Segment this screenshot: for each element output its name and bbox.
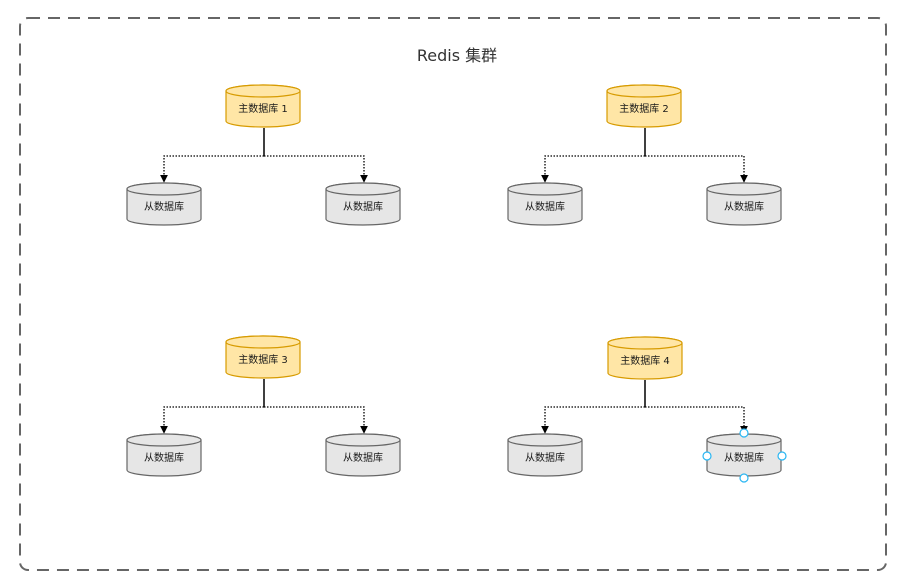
- connector-3-right[interactable]: [264, 406, 368, 434]
- replica-db-2b[interactable]: 从数据库: [706, 182, 782, 226]
- cluster-title: Redis 集群: [416, 46, 498, 65]
- replica-db-4a[interactable]: 从数据库: [507, 433, 583, 477]
- connector-4-right[interactable]: [645, 406, 748, 434]
- connector-2-right[interactable]: [645, 155, 748, 183]
- replica-db-3b[interactable]: 从数据库: [325, 433, 401, 477]
- connector-4-left[interactable]: [541, 406, 645, 434]
- replica-db-3a-label: 从数据库: [144, 453, 184, 464]
- connector-2-left[interactable]: [541, 155, 645, 183]
- connector-3-left[interactable]: [160, 406, 264, 434]
- replica-db-1b-label: 从数据库: [343, 202, 383, 213]
- primary-db-2[interactable]: 主数据库 2: [606, 84, 682, 128]
- replica-db-2b-label: 从数据库: [724, 202, 764, 213]
- replica-db-4b-selected[interactable]: 从数据库: [706, 433, 782, 477]
- primary-db-4-label: 主数据库 4: [620, 356, 670, 367]
- replica-db-1b[interactable]: 从数据库: [325, 182, 401, 226]
- primary-db-3-label: 主数据库 3: [238, 355, 288, 366]
- replica-db-1a-label: 从数据库: [144, 202, 184, 213]
- replica-db-1a[interactable]: 从数据库: [126, 182, 202, 226]
- primary-db-1-label: 主数据库 1: [238, 104, 288, 115]
- replica-db-4b-label: 从数据库: [724, 453, 764, 464]
- primary-db-4[interactable]: 主数据库 4: [607, 336, 683, 380]
- primary-db-2-label: 主数据库 2: [619, 104, 669, 115]
- replica-db-2a[interactable]: 从数据库: [507, 182, 583, 226]
- replica-db-4a-label: 从数据库: [525, 453, 565, 464]
- replica-db-2a-label: 从数据库: [525, 202, 565, 213]
- replica-db-3a[interactable]: 从数据库: [126, 433, 202, 477]
- replica-db-3b-label: 从数据库: [343, 453, 383, 464]
- cluster-boundary: [19, 17, 887, 571]
- connector-1-left[interactable]: [160, 155, 264, 183]
- primary-db-3[interactable]: 主数据库 3: [225, 335, 301, 379]
- connectors: [160, 128, 748, 434]
- connector-1-right[interactable]: [264, 155, 368, 183]
- primary-db-1[interactable]: 主数据库 1: [225, 84, 301, 128]
